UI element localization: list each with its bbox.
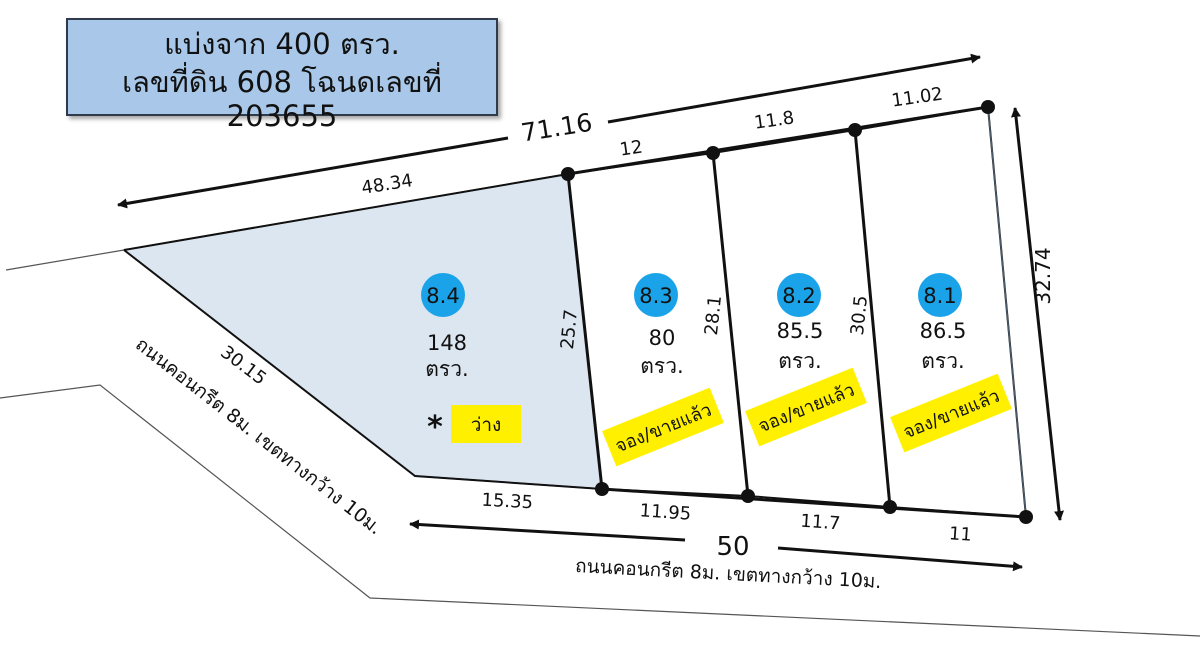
dim-top-plot2: 11.8 <box>753 107 796 133</box>
arrow-bottom-total-right <box>777 546 1023 572</box>
corner-dot <box>595 482 609 496</box>
dim-top-plot3: 12 <box>618 137 644 161</box>
plot-id: 8.1 <box>923 284 956 308</box>
dim-right-side: 32.74 <box>1031 247 1055 304</box>
plot-unit: ตรว. <box>778 349 821 373</box>
corner-dot <box>561 167 575 181</box>
plot-8-2: 8.2 85.5 ตรว. จอง/ขายแล้ว <box>745 273 867 447</box>
plot-id: 8.2 <box>782 284 815 308</box>
title-box: แบ่งจาก 400 ตรว. เลขที่ดิน 608 โฉนดเลขที… <box>66 18 498 133</box>
available-asterisk: * <box>427 410 443 445</box>
road-boundary-lower <box>0 384 1200 637</box>
plot-area: 86.5 <box>920 319 967 343</box>
plot-8-4: 8.4 148 ตรว. * ว่าง <box>421 273 521 445</box>
status-label-bg <box>602 387 724 467</box>
plot-id: 8.3 <box>639 284 672 308</box>
status-label-bg <box>890 373 1012 453</box>
dim-divider-2-1: 30.5 <box>847 294 872 336</box>
title-line-2: เลขที่ดิน 608 โฉนดเลขที่ 203655 <box>122 65 442 133</box>
corner-dot <box>981 100 995 114</box>
plot-8-4-area <box>124 174 602 489</box>
corner-dot <box>741 489 755 503</box>
plot-unit: ตรว. <box>425 357 468 381</box>
arrow-top-total-left <box>117 136 509 209</box>
dim-total-top: 71.16 <box>519 108 594 148</box>
plot-id-badge <box>777 273 821 317</box>
divider-2-1 <box>853 129 892 508</box>
plot-id-badge <box>634 273 678 317</box>
plot-area: 80 <box>649 326 676 350</box>
divider-4-3 <box>566 173 604 490</box>
plot-id-badge <box>421 273 465 317</box>
boundary-left-top <box>123 173 569 251</box>
divider-3-2 <box>711 152 750 497</box>
plot-unit: ตรว. <box>640 354 683 378</box>
plot-unit: ตรว. <box>921 349 964 373</box>
plot-id-badge <box>918 273 962 317</box>
boundary-bottom-1 <box>601 487 1027 519</box>
title-line-1: แบ่งจาก 400 ตรว. <box>164 27 400 61</box>
boundary-bottom-plot4 <box>414 475 603 490</box>
dim-bottom-plot3: 11.95 <box>639 500 692 525</box>
boundary-top-right <box>567 105 989 176</box>
corner-dot <box>848 123 862 137</box>
dim-bottom-plot1: 11 <box>948 523 972 546</box>
corner-dot <box>883 500 897 514</box>
dim-total-bottom: 50 <box>716 532 749 562</box>
road-boundary-top-left <box>5 249 125 271</box>
plot-id: 8.4 <box>426 284 459 308</box>
corner-dot <box>1019 510 1033 524</box>
arrow-right-side <box>1011 107 1064 521</box>
dim-top-plot1: 11.02 <box>890 84 944 112</box>
status-label-bg <box>451 405 521 443</box>
dim-bottom-plot2: 11.7 <box>800 511 841 535</box>
status-label-bg <box>745 367 867 447</box>
plot-8-1: 8.1 86.5 ตรว. จอง/ขายแล้ว <box>890 273 1012 453</box>
status-label: ว่าง <box>471 414 502 436</box>
dim-divider-3-2: 28.1 <box>701 294 726 336</box>
corner-dot <box>706 146 720 160</box>
arrow-bottom-total-left <box>409 519 686 542</box>
arrow-top-total-right <box>607 53 981 124</box>
plot-area: 85.5 <box>777 319 824 343</box>
dim-bottom-plot4: 15.35 <box>481 490 534 514</box>
dim-divider-4-3: 25.7 <box>557 308 582 350</box>
plot-area: 148 <box>427 331 467 355</box>
dim-top-left: 48.34 <box>360 170 414 199</box>
